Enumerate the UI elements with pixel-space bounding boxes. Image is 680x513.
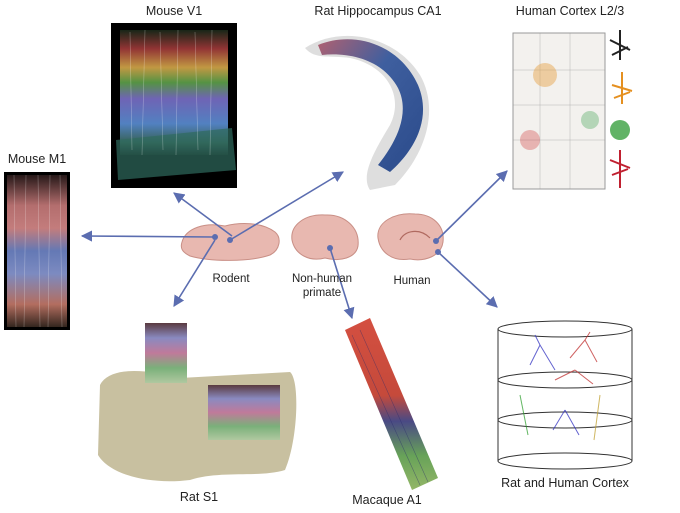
rat-s1-image xyxy=(98,323,297,482)
neuron-type-orange-icon xyxy=(611,72,633,104)
nonhuman-primate-brain-icon xyxy=(291,214,359,260)
human-l23-image xyxy=(512,30,633,190)
label-rodent: Rodent xyxy=(212,273,250,285)
rat-human-cortex-image xyxy=(497,320,633,470)
neuron-type-red-icon xyxy=(609,150,631,188)
label-nonhuman-line2: primate xyxy=(302,287,342,299)
arrow-to-macaque-a1 xyxy=(329,247,355,320)
label-rat-s1: Rat S1 xyxy=(179,490,219,504)
arrow-to-rat-s1 xyxy=(173,239,216,307)
arrow-to-mouse-v1 xyxy=(173,192,233,237)
arrow-to-mouse-m1 xyxy=(80,230,214,242)
label-nonhuman-line1: Non-human xyxy=(291,273,353,285)
label-mouse-m1: Mouse M1 xyxy=(7,152,67,166)
label-human-l23: Human Cortex L2/3 xyxy=(515,4,625,18)
rodent-brain-icon xyxy=(180,223,280,261)
arrow-to-human-l23 xyxy=(435,170,508,242)
label-macaque-a1: Macaque A1 xyxy=(352,493,422,507)
label-rat-ca1: Rat Hippocampus CA1 xyxy=(314,4,442,18)
label-mouse-v1: Mouse V1 xyxy=(145,4,203,18)
rat-ca1-image xyxy=(305,35,430,190)
label-rat-human-cortex: Rat and Human Cortex xyxy=(501,476,629,490)
arrow-to-rat-ca1 xyxy=(229,171,344,241)
label-nonhuman-primate: Non-human primate xyxy=(292,272,352,300)
neuron-type-black-icon xyxy=(609,30,631,60)
macaque-a1-image xyxy=(345,318,438,490)
label-human: Human xyxy=(393,275,431,287)
arrow-to-rat-human-cortex xyxy=(437,251,498,308)
neuron-type-green-icon xyxy=(610,120,630,140)
mouse-v1-image xyxy=(111,23,237,188)
human-brain-icon xyxy=(377,213,444,261)
mouse-m1-image xyxy=(4,172,70,330)
